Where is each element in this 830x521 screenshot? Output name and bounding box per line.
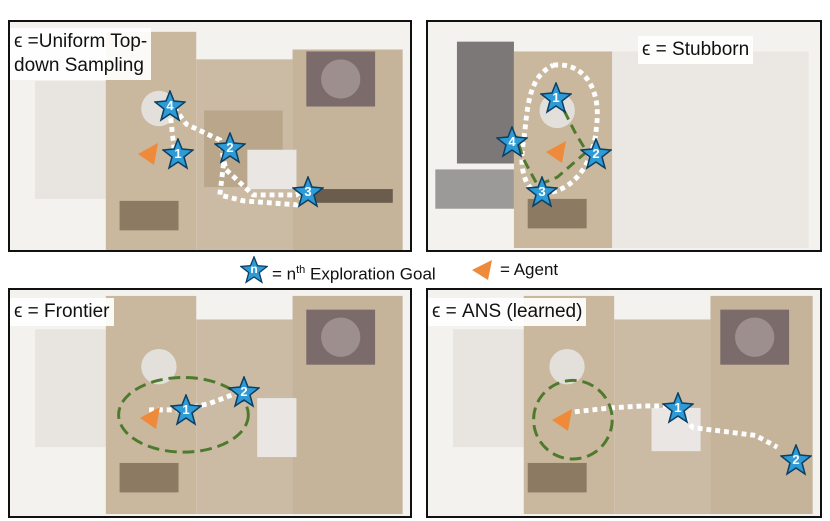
goal-number: 1: [182, 402, 190, 417]
label-uniform-line2: down Sampling: [14, 55, 144, 76]
goal-number: 3: [538, 184, 546, 199]
legend-goal-icon-text: n: [250, 262, 258, 276]
agent-marker: [552, 409, 572, 431]
label-frontier: ϵ = Frontier: [10, 298, 114, 326]
goal-number: 1: [552, 90, 560, 105]
legend: n = nth Exploration Goal = Agent: [0, 255, 830, 289]
goal-number: 2: [792, 452, 800, 467]
goal-star-1: 1: [661, 390, 695, 424]
goal-number: 2: [226, 140, 234, 155]
goal-number: 4: [508, 134, 516, 149]
goal-number: 2: [592, 146, 600, 161]
agent-marker: [138, 143, 158, 165]
legend-agent-icon: [472, 260, 492, 280]
goal-star-2: 2: [579, 136, 613, 170]
agent-marker: [140, 407, 160, 429]
map-ans: [429, 290, 819, 516]
legend-agent-label: = Agent: [500, 260, 559, 279]
label-stubborn: ϵ = Stubborn: [638, 36, 754, 64]
goal-number: 3: [304, 184, 312, 199]
goal-star-1: 1: [539, 80, 573, 114]
legend-goal-prefix: = n: [272, 264, 297, 284]
goal-star-2: 2: [213, 130, 247, 164]
map-uniform: [11, 22, 409, 250]
panel-stubborn: ϵ = Stubborn 1 2 3 4: [426, 20, 822, 252]
panel-uniform: ϵ =Uniform Top- down Sampling 1 2 3 4: [8, 20, 412, 252]
legend-goal-sup: th: [296, 264, 306, 276]
legend-goal-star-icon: n: [239, 255, 269, 284]
label-uniform-line1: ϵ =Uniform Top-: [14, 31, 148, 52]
goal-star-1: 1: [161, 136, 195, 170]
goal-number: 1: [674, 400, 682, 415]
map-stubborn: [429, 22, 819, 250]
panel-frontier: ϵ = Frontier 1 2: [8, 288, 412, 518]
goal-number: 4: [166, 98, 174, 113]
label-ans: ϵ = ANS (learned): [428, 298, 587, 326]
label-uniform: ϵ =Uniform Top- down Sampling: [10, 28, 152, 80]
goal-star-3: 3: [291, 174, 325, 208]
goal-star-4: 4: [153, 88, 187, 122]
goal-star-4: 4: [495, 124, 529, 158]
legend-goal-suffix: Exploration Goal: [305, 264, 436, 284]
agent-marker: [546, 141, 566, 163]
goal-number: 1: [174, 146, 182, 161]
goal-number: 2: [240, 384, 248, 399]
goal-star-3: 3: [525, 174, 559, 208]
goal-star-1: 1: [169, 392, 203, 426]
goal-star-2: 2: [227, 374, 261, 408]
legend-goal-label: = nth Exploration Goal: [272, 256, 436, 289]
panel-ans: ϵ = ANS (learned) 1 2: [426, 288, 822, 518]
goal-star-2: 2: [779, 442, 813, 476]
